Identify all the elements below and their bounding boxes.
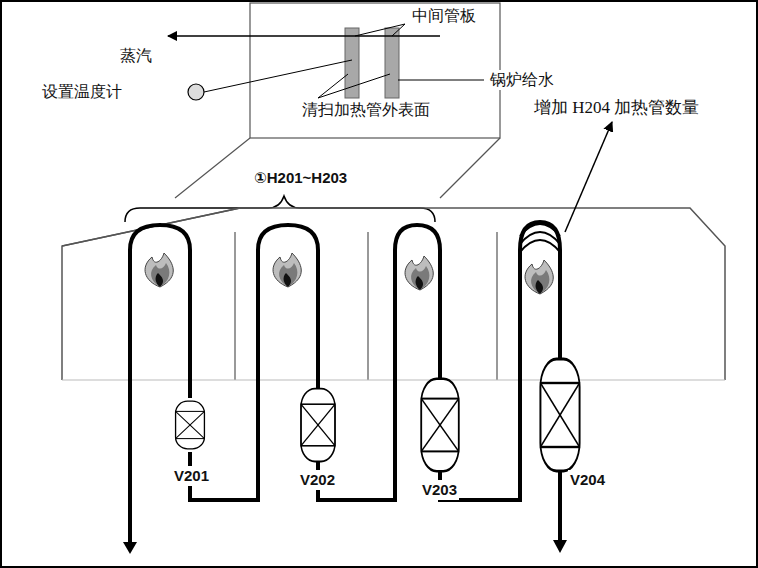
flow-label: 锅炉给水 <box>488 70 556 90</box>
part-label: V203 <box>420 480 459 500</box>
flow-label: 蒸汽 <box>118 46 154 66</box>
note-label: 清扫加热管外表面 <box>300 100 432 120</box>
part-label: 中间管板 <box>410 6 478 26</box>
instrument-label: 设置温度计 <box>40 82 124 102</box>
note-label: 增加 H204 加热管数量 <box>532 98 701 118</box>
part-label: V204 <box>568 470 607 490</box>
part-label: V201 <box>172 466 211 486</box>
callout-number: ①H201~H203 <box>252 168 349 188</box>
part-label: V202 <box>298 470 337 490</box>
